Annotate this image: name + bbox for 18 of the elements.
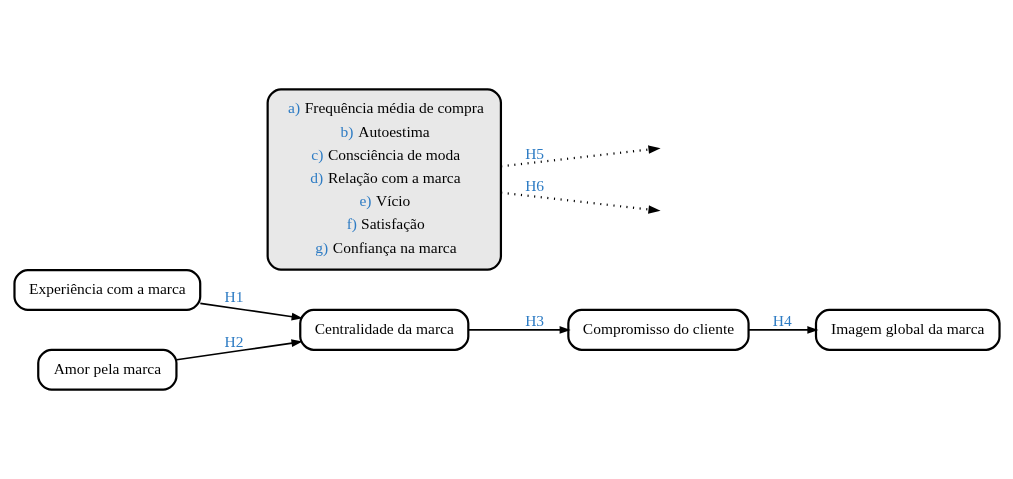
node-box: Experiência com a marca [12, 269, 201, 312]
arrow [500, 145, 661, 168]
edge-label: H5 [524, 144, 544, 162]
edge-label: H6 [524, 176, 544, 194]
arrow [747, 326, 818, 334]
edge-label: H2 [223, 332, 243, 350]
arrow [467, 326, 571, 334]
node-box: a) Frequência média de compra b) Autoestima c) Consciência de moda d) Relação com a marca e) Vício f) Satisfação g) Confiança na marca [266, 88, 502, 271]
arrow [199, 302, 303, 321]
edge-label: H1 [223, 288, 243, 306]
node-box: Amor pela marca [36, 348, 178, 391]
node-box: Centralidade da marca [298, 308, 469, 351]
node-box: Compromisso do cliente [566, 308, 750, 351]
arrow [500, 191, 661, 214]
node-box: Imagem global da marca [814, 308, 1001, 351]
edge-label: H3 [524, 311, 544, 329]
arrow [175, 339, 303, 361]
edge-label: H4 [772, 311, 792, 329]
